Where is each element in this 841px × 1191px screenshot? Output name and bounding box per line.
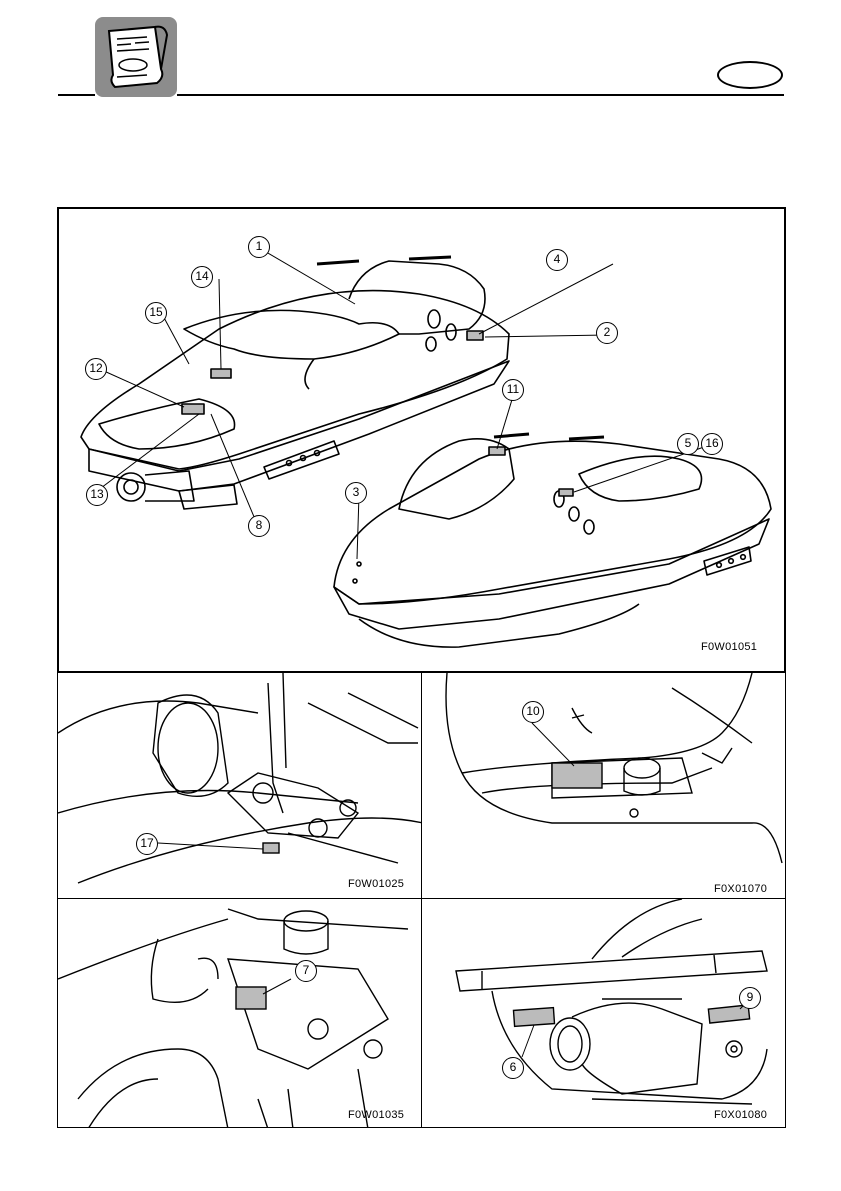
callout-15: 15 (145, 302, 167, 324)
callout-8: 8 (248, 515, 270, 537)
engine-top-illustration (58, 899, 422, 1128)
callout-4: 4 (546, 249, 568, 271)
callout-7: 7 (295, 960, 317, 982)
jet-pump-figure-code: F0X01080 (714, 1109, 767, 1121)
callout-16: 16 (701, 433, 723, 455)
callout-17: 17 (136, 833, 158, 855)
callout-10: 10 (522, 701, 544, 723)
storage-panel: 10 F0X01070 (421, 672, 786, 899)
jet-pump-illustration (422, 899, 786, 1128)
header-rule-left (58, 94, 95, 96)
main-figure-code: F0W01051 (701, 641, 757, 653)
engine-top-figure-code: F0W01035 (348, 1109, 404, 1121)
callout-3: 3 (345, 482, 367, 504)
callout-13: 13 (86, 484, 108, 506)
jet-pump-panel: 6 9 F0X01080 (421, 898, 786, 1128)
callout-1: 1 (248, 236, 270, 258)
storage-illustration (422, 673, 786, 899)
callout-11: 11 (502, 379, 524, 401)
engine-top-panel: 7 F0W01035 (57, 898, 422, 1128)
engine-fuel-panel: 17 F0W01025 (57, 672, 422, 899)
engine-fuel-illustration (58, 673, 422, 899)
callout-5: 5 (677, 433, 699, 455)
engine-fuel-figure-code: F0W01025 (348, 878, 404, 890)
callout-6: 6 (502, 1057, 524, 1079)
callout-9: 9 (739, 987, 761, 1009)
storage-figure-code: F0X01070 (714, 883, 767, 895)
callout-12: 12 (85, 358, 107, 380)
language-badge (717, 61, 783, 89)
main-figure-panel: F0W01051 1 4 14 15 2 12 11 5 16 13 3 8 (57, 207, 786, 673)
header-rule-right (177, 94, 784, 96)
manual-book-icon (95, 17, 177, 97)
callout-2: 2 (596, 322, 618, 344)
callout-14: 14 (191, 266, 213, 288)
